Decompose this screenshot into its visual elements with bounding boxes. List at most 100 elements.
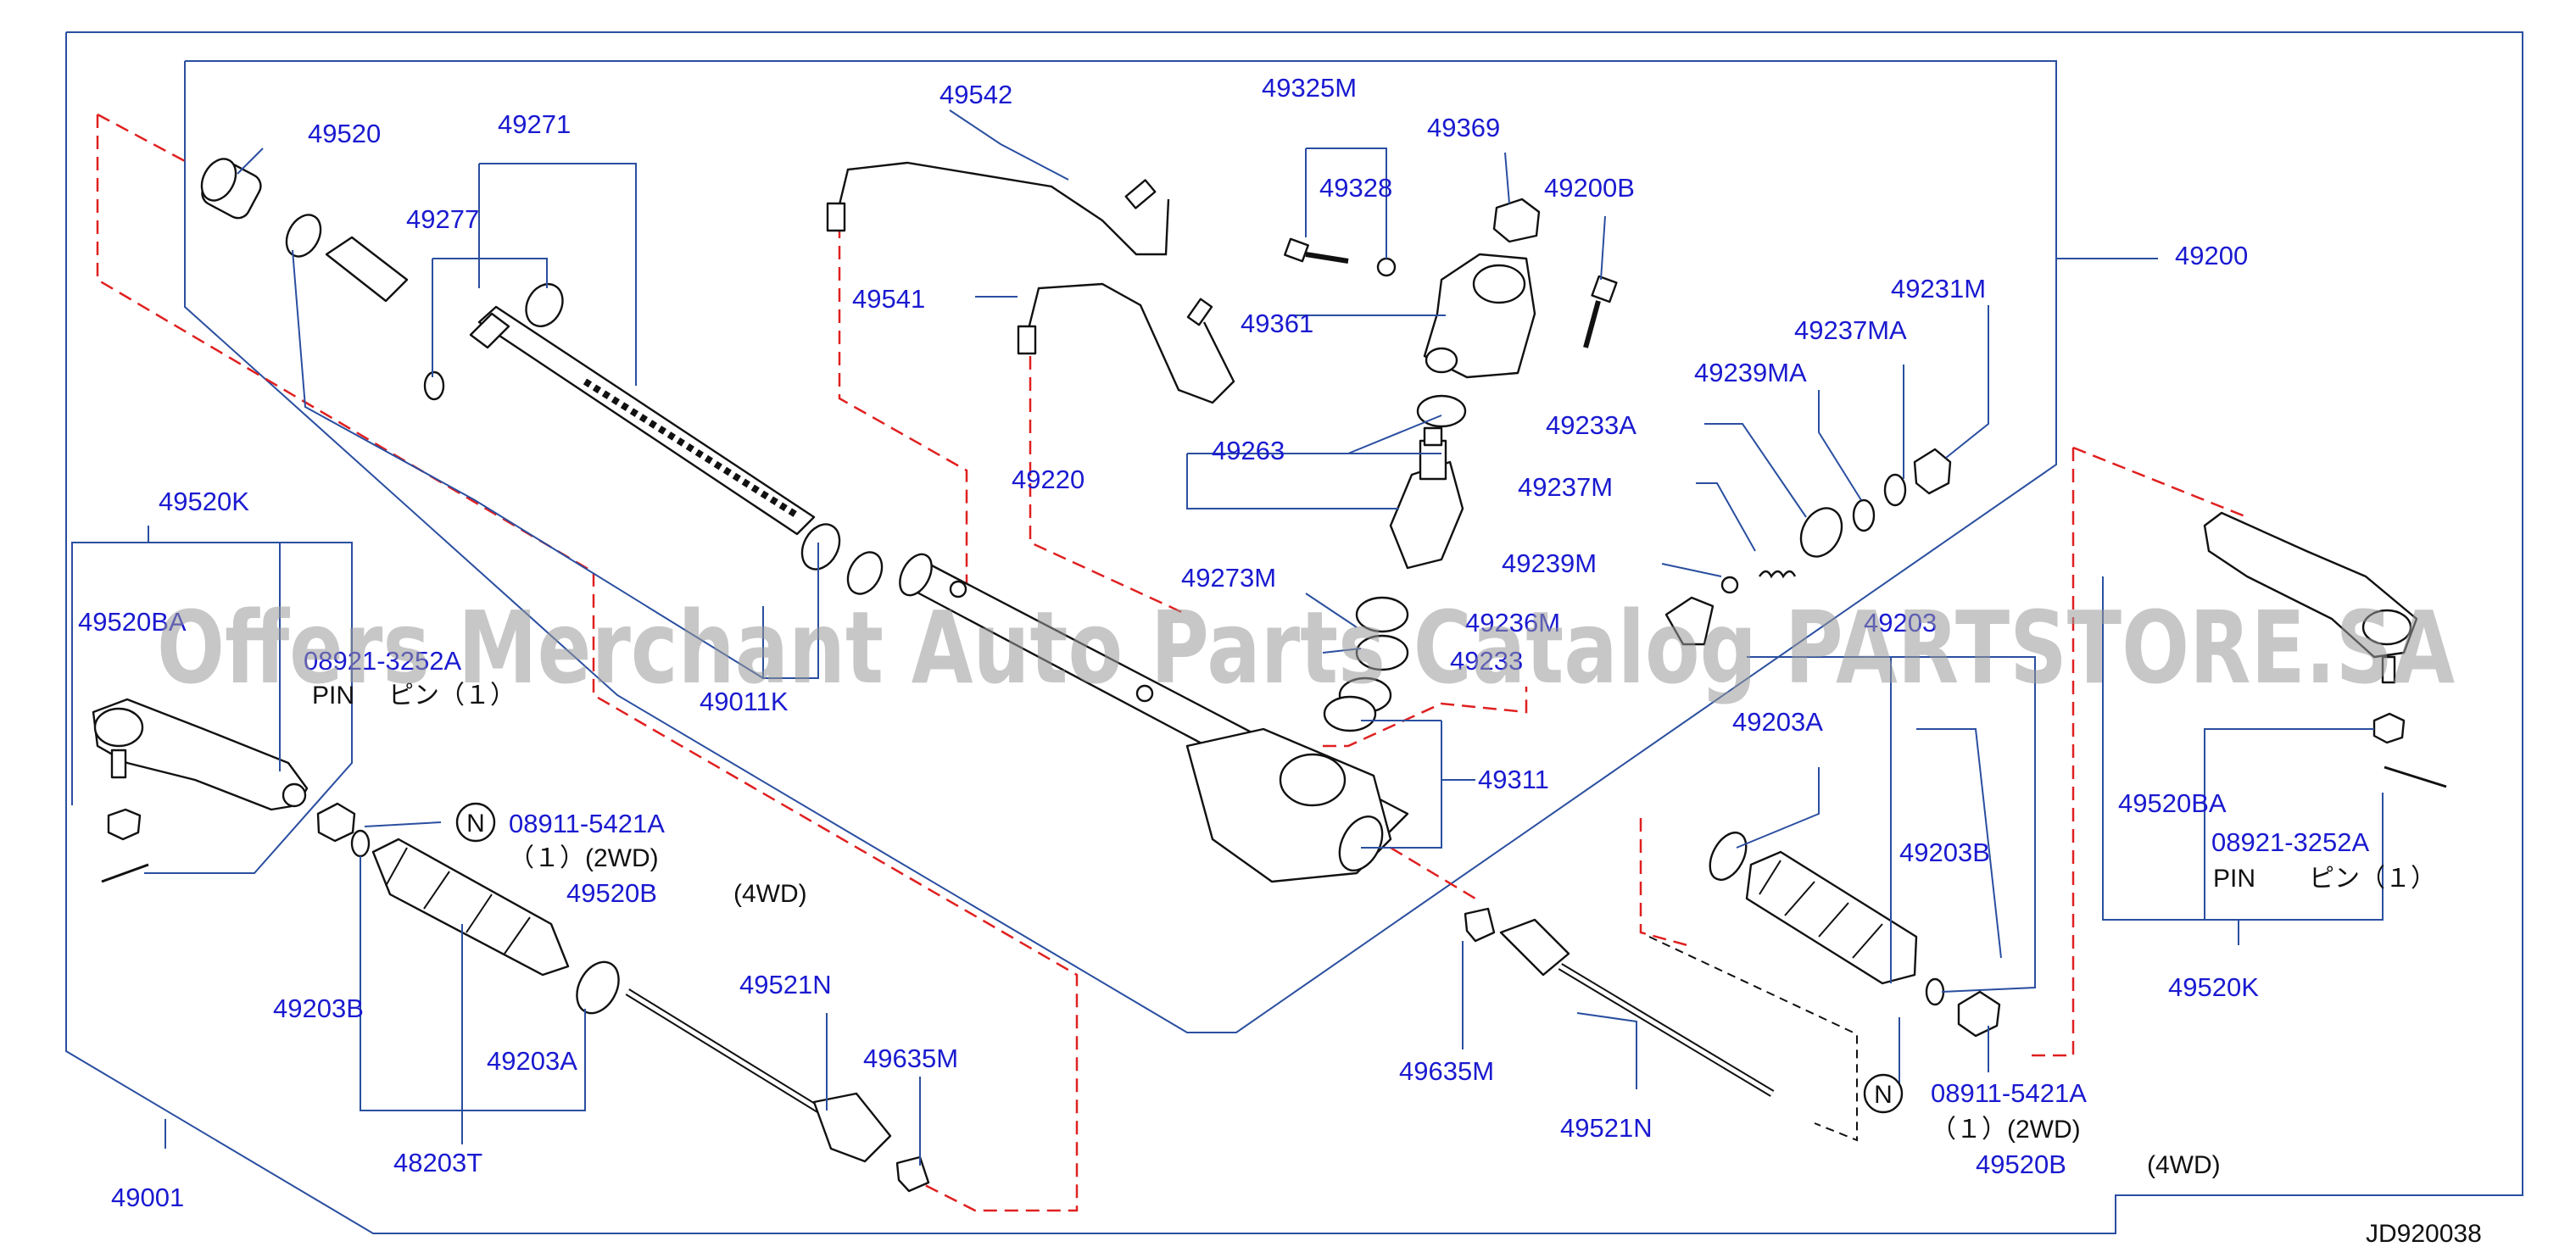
callout-49271[interactable]: 49271 (498, 109, 571, 139)
callout-49521n-right[interactable]: 49521N (1560, 1113, 1653, 1143)
callout-49520k-left[interactable]: 49520K (159, 487, 249, 516)
callout-08911-right[interactable]: 08911-5421A (1931, 1078, 2087, 1108)
pipe-group-outline-2 (1029, 356, 1188, 616)
callout-49203b-right[interactable]: 49203B (1899, 838, 1990, 867)
inner-tie-rod-left (625, 988, 892, 1163)
callout-49361[interactable]: 49361 (1241, 309, 1313, 338)
callout-49520ba-left[interactable]: 49520BA (78, 607, 187, 637)
callout-08921-left[interactable]: 08921-3252A (304, 646, 461, 676)
note-n-right-label: N (1874, 1081, 1893, 1109)
boot-clip-49203b-left (350, 829, 371, 858)
center-group-line (1323, 687, 1528, 748)
callout-49277[interactable]: 49277 (406, 204, 479, 234)
lock-washer-49635m-right (1464, 907, 1496, 943)
o-ring-small (423, 370, 445, 401)
dust-cap-49369 (1492, 198, 1541, 243)
callout-49635m-left[interactable]: 49635M (863, 1044, 958, 1073)
callout-49236m[interactable]: 49236M (1465, 608, 1560, 637)
castle-nut-left (107, 808, 142, 841)
callout-49203a-right[interactable]: 49203A (1732, 707, 1823, 737)
callout-49239ma[interactable]: 49239MA (1694, 358, 1807, 387)
right-tie-rod-top-line (2072, 446, 2248, 519)
callout-49311[interactable]: 49311 (1478, 765, 1549, 794)
outer-tie-rod-end-left (92, 698, 309, 811)
callout-49263[interactable]: 49263 (1212, 436, 1285, 465)
callout-49325m[interactable]: 49325M (1262, 73, 1357, 103)
callout-49273m[interactable]: 49273M (1181, 563, 1276, 593)
rack-end-bushing (200, 158, 262, 220)
callout-49328[interactable]: 49328 (1319, 173, 1392, 203)
rack-sleeve (325, 236, 409, 303)
callout-08911-left[interactable]: 08911-5421A (509, 809, 665, 838)
locknut-49231m (1913, 448, 1952, 495)
callout-49220[interactable]: 49220 (1012, 465, 1084, 494)
boot-clamp-49203a-left (576, 960, 620, 1015)
seal-49273m-b (1355, 634, 1409, 671)
rack-bar (469, 305, 816, 536)
boot-clip-49203b-right (1925, 977, 1945, 1006)
callout-48203t[interactable]: 48203T (393, 1148, 482, 1177)
pin-label-left: PIN (312, 682, 354, 710)
note-n-left: N (455, 802, 496, 843)
callout-49239m[interactable]: 49239M (1502, 548, 1597, 578)
callout-49369[interactable]: 49369 (1427, 113, 1500, 142)
outer-assembly-frame (65, 31, 2523, 1234)
pin-label-right: PIN (2213, 865, 2255, 893)
callout-49203a-left[interactable]: 49203A (487, 1046, 577, 1076)
callout-49011k[interactable]: 49011K (700, 687, 789, 716)
hydraulic-line-49542 (834, 161, 1170, 256)
callout-49231m[interactable]: 49231M (1891, 274, 1986, 303)
note-n-right: N (1863, 1073, 1904, 1114)
left-boot (371, 838, 570, 977)
qty-note-right: （１）(2WD) (1931, 1116, 2081, 1144)
left-rod-group-top-line (97, 113, 186, 163)
ring-49237ma (1883, 473, 1907, 507)
callout-49520b-right[interactable]: 49520B (1976, 1149, 2066, 1179)
callout-49203-top[interactable]: 49203 (1864, 608, 1937, 637)
callout-49541[interactable]: 49541 (852, 284, 925, 314)
ring-49239m (1720, 576, 1739, 594)
callout-49233[interactable]: 49233 (1450, 646, 1523, 676)
callout-49521n-left[interactable]: 49521N (739, 970, 832, 999)
left-tie-rod-group-outline (96, 114, 1079, 1212)
washer-49328 (1376, 257, 1397, 277)
retainer-49239m (1664, 596, 1715, 646)
callout-49001[interactable]: 49001 (111, 1183, 184, 1212)
leader-lines (71, 109, 2384, 1166)
callout-49237m[interactable]: 49237M (1518, 472, 1613, 502)
rack-ring-49277 (525, 282, 564, 328)
callout-49200[interactable]: 49200 (2175, 241, 2248, 270)
right-tie-rod-group-outline (2027, 448, 2075, 1057)
spring-49237m (1759, 570, 1797, 579)
callout-49203b-left[interactable]: 49203B (273, 994, 364, 1023)
callout-49520ba-right[interactable]: 49520BA (2118, 788, 2227, 818)
cotter-pin-left (101, 863, 149, 883)
pipe-group-outline (838, 225, 968, 610)
lock-washer-49635m-left (895, 1155, 930, 1193)
wd4-note-left: (4WD) (733, 880, 807, 908)
right-boot (1745, 850, 1918, 985)
rack-seal-right (800, 523, 841, 571)
callout-49520b-left[interactable]: 49520B (566, 878, 657, 908)
callout-49520k-right[interactable]: 49520K (2168, 972, 2259, 1002)
callout-49520[interactable]: 49520 (308, 119, 381, 148)
callout-49200b[interactable]: 49200B (1544, 173, 1635, 203)
seal-49273m-a (1355, 596, 1409, 633)
right-boot-group-outline (1639, 818, 1688, 947)
line-fitting-d (1186, 298, 1213, 326)
ring-49239ma (1852, 498, 1876, 532)
callout-49237ma[interactable]: 49237MA (1794, 315, 1907, 345)
seal-ring-49263 (1416, 394, 1467, 428)
wd4-note-right: (4WD) (2147, 1151, 2221, 1179)
housing-to-rod-line (1390, 846, 1476, 900)
callout-08921-right[interactable]: 08921-3252A (2211, 827, 2369, 857)
pinion-shaft (1389, 426, 1464, 570)
callout-49233a[interactable]: 49233A (1546, 410, 1636, 440)
gear-assembly-frame (184, 60, 2057, 1033)
locknut-left (316, 802, 356, 843)
callout-49635m-right[interactable]: 49635M (1399, 1056, 1494, 1086)
note-n-left-label: N (466, 810, 485, 838)
bolt-49325m (1284, 237, 1349, 264)
callout-49542[interactable]: 49542 (940, 80, 1012, 109)
